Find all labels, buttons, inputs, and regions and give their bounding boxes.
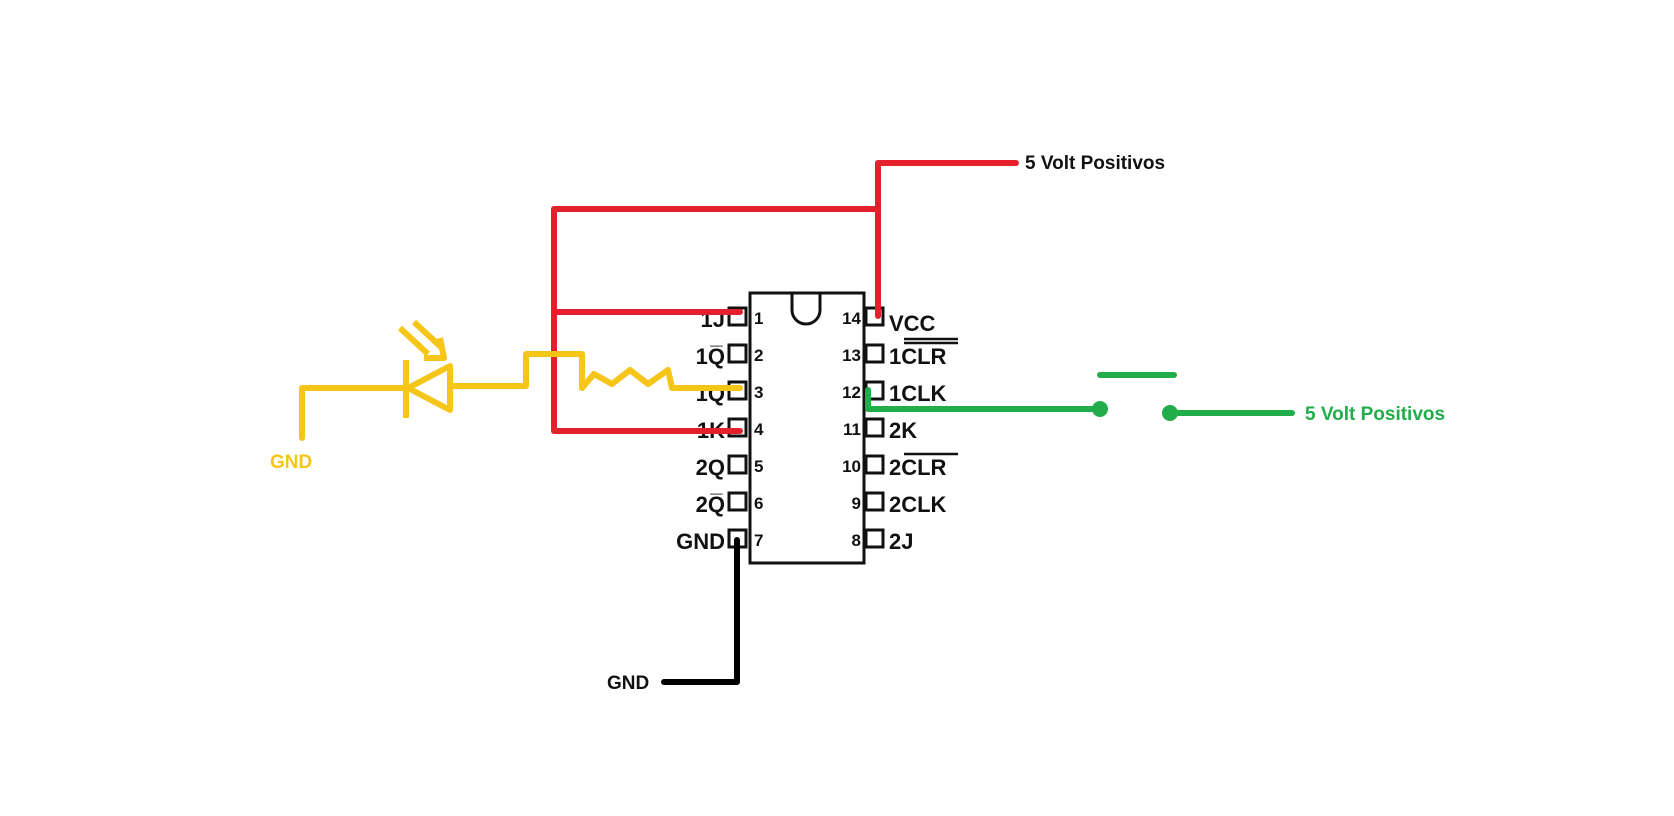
pin-box-10 xyxy=(864,454,885,475)
pin-box-13 xyxy=(864,343,885,364)
pin-box-9 xyxy=(864,491,885,512)
pin-name-2k: 2K xyxy=(889,418,917,443)
vcc-label-top: 5 Volt Positivos xyxy=(1025,153,1165,174)
gnd-label-left: GND xyxy=(270,452,312,473)
pin-num-1: 1 xyxy=(754,309,763,328)
pin-box-2 xyxy=(727,343,748,364)
switch-branch xyxy=(865,387,1295,416)
pin-num-5: 5 xyxy=(754,457,763,476)
pin-num-2: 2 xyxy=(754,346,763,365)
led-to-resistor-wire xyxy=(449,351,585,391)
right-pin-numbers: 14 13 12 11 10 9 8 xyxy=(842,309,861,550)
pin-box-8 xyxy=(864,528,885,549)
pin-name-1q-bar: 1Q̅ xyxy=(696,344,725,369)
pin-name-2j: 2J xyxy=(889,529,913,554)
pin-name-2clk: 2CLK xyxy=(889,492,947,517)
pin-num-14: 14 xyxy=(842,309,861,328)
left-pin-numbers: 1 2 3 4 5 6 7 xyxy=(754,309,764,550)
pin-num-9: 9 xyxy=(852,494,861,513)
vcc-main-wire xyxy=(875,160,1019,319)
left-pin-boxes xyxy=(727,306,748,549)
pin-num-13: 13 xyxy=(842,346,861,365)
pin-name-2q: 2Q xyxy=(696,455,725,480)
resistor-icon xyxy=(579,367,743,391)
vcc-loop-wire xyxy=(551,206,881,434)
pin-name-vcc: VCC xyxy=(889,311,936,336)
gnd-label-bottom: GND xyxy=(607,673,649,694)
led-icon xyxy=(397,319,453,418)
pin-name-2clr: 2CLR xyxy=(889,455,947,480)
right-pin-names: VCC 1CLR 1CLK 2K 2CLR 2CLK 2J xyxy=(889,311,947,554)
pin-num-11: 11 xyxy=(843,420,861,439)
right-pin-boxes xyxy=(864,306,885,549)
pin-box-5 xyxy=(727,454,748,475)
pin-num-8: 8 xyxy=(852,531,861,550)
pin-num-10: 10 xyxy=(842,457,861,476)
chip-notch xyxy=(790,293,822,326)
led-triangle xyxy=(405,363,453,413)
led-light-arrow-2 xyxy=(411,319,445,351)
vcc-label-right: 5 Volt Positivos xyxy=(1305,404,1445,425)
vcc-wires xyxy=(551,160,1019,434)
led-gnd-wire xyxy=(299,385,409,441)
clk-wire xyxy=(865,387,1103,412)
led-light-arrowhead xyxy=(424,337,447,361)
switch-contact-left xyxy=(1092,401,1108,417)
pin-num-3: 3 xyxy=(754,383,763,402)
switch-contact-right xyxy=(1162,405,1178,421)
led-branch xyxy=(299,351,743,441)
push-button-switch-icon xyxy=(1092,372,1178,421)
pin-num-4: 4 xyxy=(754,420,764,439)
gnd-wire xyxy=(661,537,740,685)
pin-name-gnd: GND xyxy=(676,529,725,554)
chip-body xyxy=(748,291,866,565)
pin-num-7: 7 xyxy=(754,531,763,550)
pin-box-6 xyxy=(727,491,748,512)
ic-chip xyxy=(748,291,866,565)
overbars xyxy=(904,337,958,456)
pin-name-1q: 1Q xyxy=(696,381,725,406)
pin-name-2q-bar: 2Q̅ xyxy=(696,492,725,517)
pin-name-1clk: 1CLK xyxy=(889,381,947,406)
pin-num-6: 6 xyxy=(754,494,763,513)
pin-name-1clr: 1CLR xyxy=(889,344,947,369)
pin-num-12: 12 xyxy=(842,383,861,402)
pin-box-11 xyxy=(864,417,885,438)
led-light-arrow-1 xyxy=(397,325,431,357)
